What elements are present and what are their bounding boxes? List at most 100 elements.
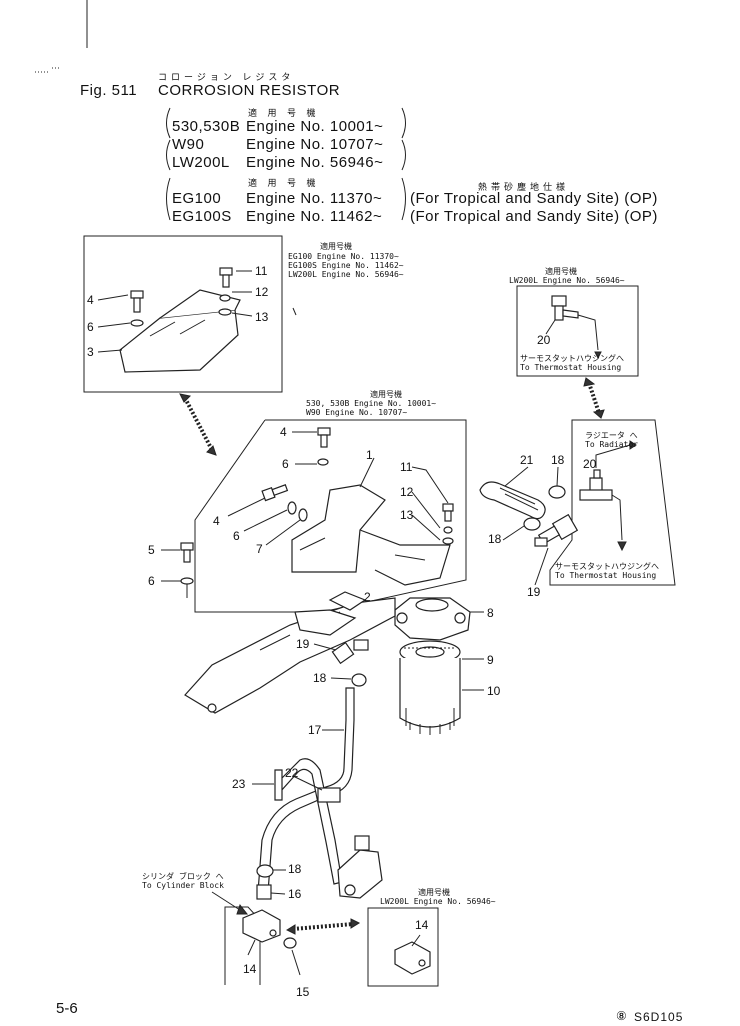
plug-icon bbox=[283, 937, 297, 949]
hose-clamp bbox=[351, 673, 367, 687]
part-number: 18 bbox=[551, 453, 565, 467]
part-number: 15 bbox=[296, 985, 310, 999]
elbow-fitting bbox=[551, 295, 579, 321]
bracket bbox=[401, 139, 406, 171]
bracket-part bbox=[291, 484, 451, 586]
part-number: 1 bbox=[366, 448, 373, 462]
box1-note-line: EG100 Engine No. 11370~ bbox=[288, 252, 399, 261]
part-number: 8 bbox=[487, 606, 494, 620]
box2-to: To Thermostat Housing bbox=[520, 363, 622, 372]
title-japanese: コロージョン レジスタ bbox=[158, 72, 295, 82]
part-number: 6 bbox=[87, 320, 94, 334]
washer-icon bbox=[443, 526, 453, 534]
double-arrow-icon bbox=[285, 918, 361, 935]
adapter-fitting bbox=[256, 884, 272, 900]
part-number: 17 bbox=[308, 723, 322, 737]
part-number: 11 bbox=[255, 264, 268, 278]
hose bbox=[479, 481, 546, 520]
detail-box-bottom-right bbox=[367, 907, 439, 987]
part-number: 18 bbox=[313, 671, 327, 685]
applicability-model: 530,530B bbox=[172, 118, 241, 135]
part-number: 6 bbox=[233, 529, 240, 543]
cylinder-note-jp: シリンダ ブロック へ bbox=[142, 872, 224, 881]
arrow-icon bbox=[629, 440, 637, 450]
part-number: 6 bbox=[282, 457, 289, 471]
leader-line bbox=[611, 494, 623, 541]
bolt-icon bbox=[317, 427, 331, 448]
applicability-jp-2: 適 用 号 機 bbox=[248, 178, 320, 188]
part-number: 6 bbox=[148, 574, 155, 588]
hose-clamp bbox=[548, 485, 566, 499]
double-arrow-icon bbox=[179, 393, 217, 456]
elbow-fitting bbox=[331, 639, 369, 665]
catalog-code: S6D105 bbox=[634, 1010, 684, 1024]
box4-radiator: To Radiator bbox=[585, 440, 638, 449]
bracket bbox=[166, 177, 171, 221]
part-number: 14 bbox=[243, 962, 257, 976]
washer-icon bbox=[442, 537, 454, 545]
figure-number: Fig. 511 bbox=[80, 82, 138, 99]
leader-line bbox=[577, 314, 599, 351]
applicability-model: EG100 bbox=[172, 190, 222, 207]
box1-note-jp: 適用号機 bbox=[320, 242, 352, 251]
part-number: 5 bbox=[148, 543, 155, 557]
spec-jp: 熱帯砂塵地仕様 bbox=[478, 182, 570, 192]
mounting-rail bbox=[184, 591, 396, 714]
bolt-icon bbox=[261, 484, 289, 502]
part-number: 4 bbox=[280, 425, 287, 439]
part-number: 20 bbox=[583, 457, 597, 471]
bracket bbox=[401, 177, 406, 221]
box1-note-line: LW200L Engine No. 56946~ bbox=[288, 270, 404, 279]
part-number: 22 bbox=[285, 766, 299, 780]
bracket bbox=[166, 139, 171, 171]
applicability-model: W90 bbox=[172, 136, 205, 153]
detail-box-bracket bbox=[83, 235, 283, 393]
bolt-icon bbox=[219, 267, 233, 288]
part-number: 7 bbox=[256, 542, 263, 556]
resistor-head bbox=[394, 597, 471, 641]
arrow-icon bbox=[594, 351, 602, 360]
applicability-model: EG100S bbox=[172, 208, 232, 225]
part-number: 16 bbox=[288, 887, 302, 901]
washer-icon bbox=[317, 458, 329, 466]
washer-icon bbox=[130, 319, 144, 327]
part-number: 14 bbox=[415, 918, 429, 932]
applicability-engine: Engine No. 11462~ bbox=[246, 208, 383, 225]
part-number: 13 bbox=[400, 508, 414, 522]
applicability-spec: (For Tropical and Sandy Site) (OP) bbox=[410, 208, 658, 225]
washer-icon bbox=[219, 294, 231, 302]
page-number: 5-6 bbox=[56, 1000, 78, 1017]
detail-box-hose bbox=[549, 419, 676, 586]
washer-icon bbox=[287, 501, 297, 515]
bolt-icon bbox=[130, 290, 144, 313]
box3-note-line: 530, 530B Engine No. 10001~ bbox=[306, 399, 437, 408]
leader-line bbox=[595, 444, 631, 468]
box4-radiator-jp: ラジエータ へ bbox=[585, 431, 638, 440]
box2-note-line: LW200L Engine No. 56946~ bbox=[509, 276, 625, 285]
arrow-icon bbox=[236, 903, 249, 915]
box5-note-jp: 適用号機 bbox=[418, 888, 450, 897]
part-number: 10 bbox=[487, 684, 501, 698]
box2-note-jp: 適用号機 bbox=[545, 267, 577, 276]
elbow-fitting bbox=[534, 513, 579, 547]
box4-thermo-jp: サーモスタットハウジングへ bbox=[555, 562, 659, 571]
applicability-engine: Engine No. 56946~ bbox=[246, 154, 384, 171]
box5-note-line: LW200L Engine No. 56946~ bbox=[380, 897, 496, 906]
applicability-jp-1: 適 用 号 機 bbox=[248, 108, 320, 118]
drain-valve bbox=[337, 835, 383, 899]
washer-icon bbox=[180, 577, 194, 585]
part-number: 9 bbox=[487, 653, 494, 667]
double-arrow-icon bbox=[583, 377, 605, 419]
bolt-icon bbox=[180, 542, 194, 563]
part-number: 19 bbox=[527, 585, 541, 599]
tee-fitting bbox=[579, 469, 613, 501]
hose-clamp bbox=[256, 864, 274, 878]
part-number: 20 bbox=[537, 333, 551, 347]
bracket bbox=[401, 107, 406, 139]
pipe bbox=[274, 758, 343, 885]
arrow-icon bbox=[617, 541, 627, 552]
part-number: 4 bbox=[213, 514, 220, 528]
box4-thermo: To Thermostat Housing bbox=[555, 571, 657, 580]
applicability-model: LW200L bbox=[172, 154, 230, 171]
